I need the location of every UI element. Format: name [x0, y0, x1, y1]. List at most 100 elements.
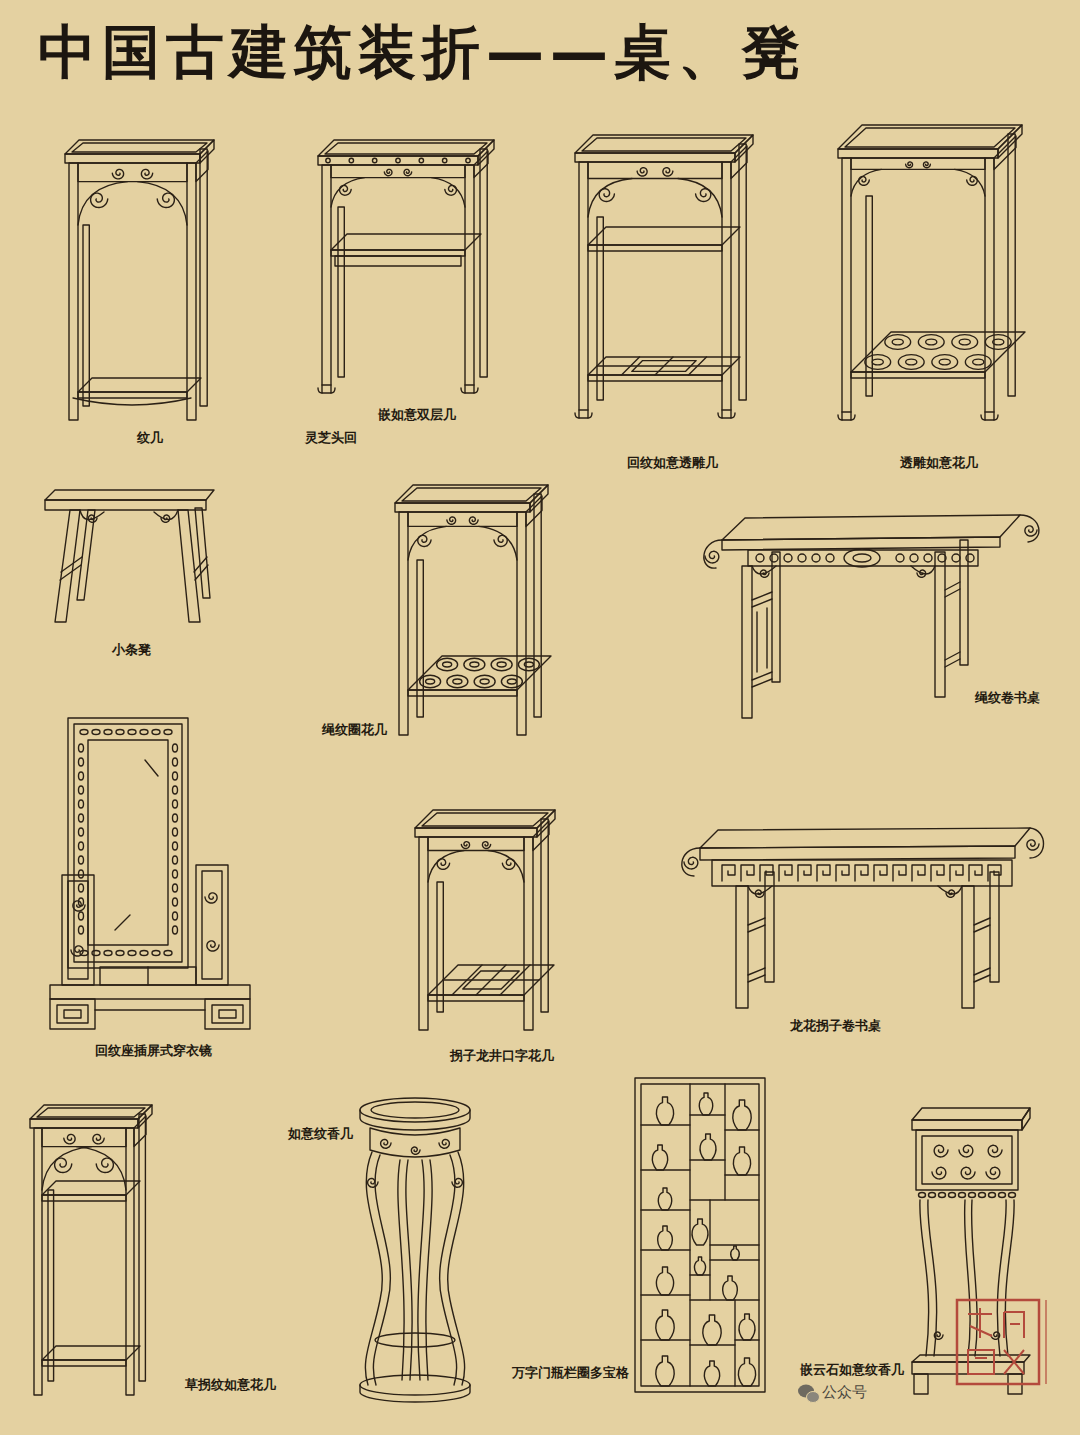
lattice-frame [632, 361, 696, 372]
scroll-carving [696, 189, 711, 202]
base-foot [914, 1374, 928, 1394]
side-apron [731, 146, 747, 179]
cabriole-leg [965, 1200, 978, 1356]
apron [588, 162, 722, 179]
table-top [415, 810, 555, 828]
lattice-ring [872, 359, 883, 365]
apron [851, 158, 985, 169]
scroll-carving [599, 189, 614, 202]
cabinet-frame [635, 1078, 765, 1392]
mirror-glass [88, 740, 168, 945]
hoof-foot [722, 409, 731, 410]
scroll-carving [988, 1145, 1002, 1157]
scroll-carving [663, 168, 673, 176]
furniture-caption: 纹几 [137, 430, 163, 446]
lattice-ring [437, 658, 458, 671]
frame-bead [79, 912, 84, 920]
desk-top [722, 515, 1020, 540]
inlay-dot [349, 158, 353, 162]
scroll-carving [418, 535, 431, 546]
furniture-caption: 嵌云石如意纹香几 [800, 1362, 904, 1378]
drawer [147, 967, 148, 985]
leg [322, 165, 331, 393]
apron [916, 1130, 1018, 1190]
hoof-foot [465, 384, 474, 385]
leg [187, 163, 196, 420]
leg [962, 886, 974, 1008]
scroll-carving [384, 169, 392, 175]
partition [734, 1300, 735, 1386]
inlay-dot [396, 158, 400, 162]
stretcher [331, 250, 465, 256]
scroll-carving [961, 1167, 975, 1179]
lattice-bar [597, 365, 731, 366]
furniture-caption: 草拐纹如意花几 [185, 1377, 276, 1393]
top-edge [30, 1119, 138, 1128]
frame-bead [79, 856, 84, 864]
furniture-caption: 绳纹卷书桌 [975, 690, 1040, 706]
key-pattern [219, 1010, 236, 1018]
frame-bead [959, 1193, 966, 1198]
furniture-caption: 万字门瓶栏圈多宝格 [512, 1365, 629, 1381]
hoof-foot [981, 415, 998, 420]
scroll-carving [73, 901, 85, 911]
inlay-dot [372, 158, 376, 162]
back-leg [772, 552, 780, 682]
vase [694, 1257, 705, 1275]
stand-post [62, 875, 94, 985]
vase [658, 1226, 673, 1250]
apron [408, 512, 517, 526]
lattice-ring [524, 662, 533, 667]
top-edge [838, 149, 998, 158]
scroll-carving [946, 890, 955, 897]
furniture-caption: 灵芝头回 [305, 430, 357, 446]
cabriole-leg [997, 1200, 1014, 1356]
frame-bead [173, 828, 178, 836]
shelf [42, 1346, 140, 1360]
frame-bead [969, 1193, 976, 1198]
leg [985, 158, 994, 420]
vase [700, 1134, 716, 1160]
scroll-carving [502, 859, 514, 869]
lattice-ring [959, 339, 970, 345]
side-apron [994, 136, 1016, 169]
lattice-ring [926, 339, 937, 345]
leg [517, 512, 526, 735]
scroll-carving [1027, 840, 1039, 850]
stretcher-apron [73, 398, 191, 405]
scroll-carving [482, 842, 490, 849]
frame-bead [164, 951, 172, 956]
scroll-carving [437, 859, 449, 869]
frame-bead [173, 884, 178, 892]
scroll-carving [1025, 526, 1037, 536]
frame-bead [140, 730, 148, 735]
corner-bracket [137, 182, 187, 225]
top-panel [422, 813, 548, 826]
leg [465, 165, 474, 393]
shelf [428, 965, 554, 995]
top-panel [582, 138, 746, 151]
scroll-carving [88, 515, 97, 522]
cabriole-leg [365, 1152, 382, 1385]
lattice-ring [965, 355, 991, 370]
inlay-dot [419, 158, 423, 162]
top-edge [318, 156, 478, 165]
back-leg [200, 149, 207, 406]
frame-bead [929, 1193, 936, 1198]
shelf [588, 357, 740, 375]
corner-bracket [76, 1147, 126, 1190]
corner-bracket [955, 169, 985, 196]
frame-bead [173, 856, 178, 864]
back-leg [541, 819, 548, 1012]
back-leg [534, 494, 541, 717]
frame-bead [173, 912, 178, 920]
lattice-ring [885, 335, 911, 350]
hoof-foot [461, 388, 478, 393]
furniture-caption: 拐子龙井口字花几 [450, 1048, 554, 1064]
stretcher [851, 372, 985, 378]
mirror-frame [68, 718, 188, 968]
cabinet-frame [641, 1084, 759, 1386]
hoof-foot [322, 384, 331, 385]
page-title: 中国古建筑装折——桌、凳 [38, 18, 806, 88]
